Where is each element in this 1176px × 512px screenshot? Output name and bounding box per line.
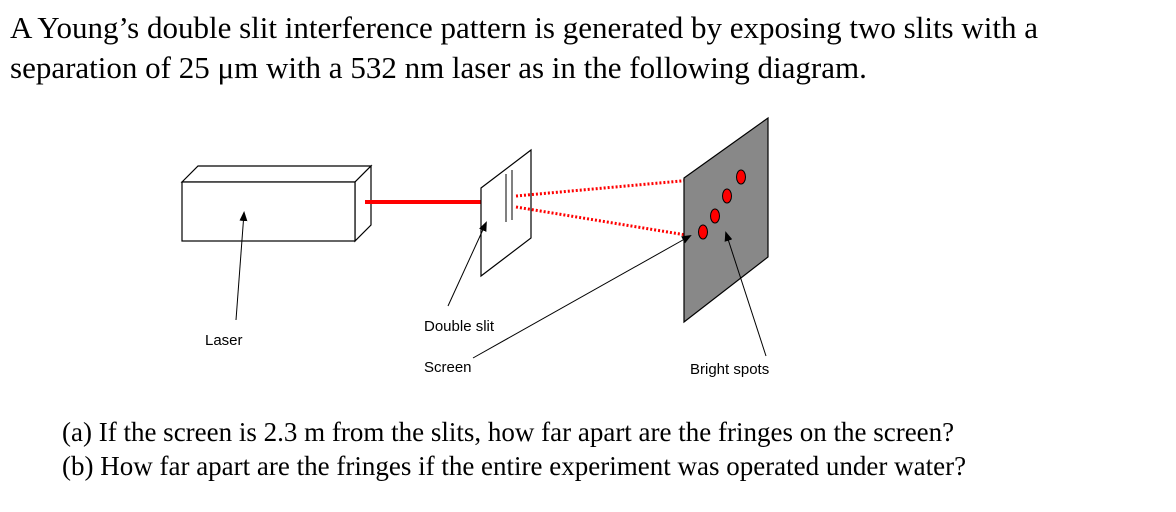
bright-spot-3 bbox=[710, 208, 720, 224]
question-b: (b) How far apart are the fringes if the… bbox=[62, 451, 967, 481]
questions: (a) If the screen is 2.3 m from the slit… bbox=[62, 415, 1162, 483]
diffracted-ray-upper bbox=[515, 178, 693, 198]
double-slit-plate bbox=[480, 148, 532, 278]
screen-pointer-arrow bbox=[472, 235, 692, 359]
bright-spot-1 bbox=[736, 169, 746, 185]
bright-spots bbox=[698, 169, 746, 240]
intro-line-1: A Young’s double slit interference patte… bbox=[10, 10, 1038, 45]
bright-spot-2 bbox=[722, 188, 732, 204]
question-a: (a) If the screen is 2.3 m from the slit… bbox=[62, 417, 955, 447]
laser-front-face bbox=[181, 181, 356, 242]
viewing-screen bbox=[683, 116, 769, 324]
diffracted-ray-lower bbox=[515, 205, 693, 238]
bright-spots-label: Bright spots bbox=[690, 361, 769, 378]
screen-label: Screen bbox=[424, 359, 472, 376]
laser-label: Laser bbox=[205, 332, 243, 349]
problem-statement: A Young’s double slit interference patte… bbox=[10, 8, 1160, 88]
double-slit-label: Double slit bbox=[424, 318, 495, 335]
laser-top-face bbox=[180, 165, 373, 183]
laser-pointer-arrow bbox=[235, 211, 248, 321]
bright-spot-4 bbox=[698, 224, 708, 240]
double-slit-pointer-arrow bbox=[447, 221, 487, 307]
intro-line-2: separation of 25 μm with a 532 nm laser … bbox=[10, 50, 867, 85]
laser-box bbox=[180, 164, 373, 243]
bright-spots-pointer-arrow bbox=[724, 231, 767, 357]
